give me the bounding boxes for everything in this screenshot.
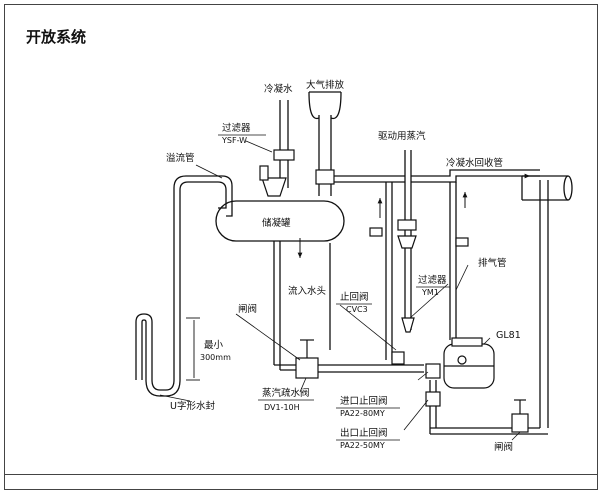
label-check-valve-drive: 止回阀 bbox=[340, 291, 369, 303]
gate-valve-left-icon bbox=[295, 339, 319, 379]
label-filter-right-model: YM1 bbox=[421, 288, 439, 297]
label-filter-right: 过滤器 bbox=[418, 274, 447, 286]
flow-arrows bbox=[297, 173, 530, 258]
diagram-frame bbox=[4, 4, 598, 490]
label-inlet-check-model: PA22-80MY bbox=[340, 409, 385, 418]
leader-lines bbox=[159, 140, 521, 441]
label-storage-tank: 储凝罐 bbox=[262, 217, 291, 229]
inline-check-icon bbox=[391, 351, 405, 365]
label-min-height-value: 300mm bbox=[200, 353, 231, 362]
vent-cap-icon bbox=[315, 169, 335, 185]
label-outlet-check: 出口止回阀 bbox=[340, 427, 388, 439]
label-filter-top: 过滤器 bbox=[222, 122, 251, 134]
label-min-height: 最小 bbox=[204, 340, 224, 351]
inlet-check-valve-icon bbox=[425, 363, 441, 379]
outlet-check-valve-icon bbox=[425, 391, 441, 407]
check-valve-cvc3-icon bbox=[397, 219, 417, 249]
label-filter-top-model: YSF-W bbox=[221, 136, 247, 145]
filter-ysf-icon bbox=[259, 149, 295, 197]
label-drive-steam: 驱动用蒸汽 bbox=[378, 130, 426, 142]
label-check-valve-drive-model: CVC3 bbox=[346, 305, 368, 314]
label-steam-trap-model: DV1-10H bbox=[264, 403, 300, 412]
label-outlet-check-model: PA22-50MY bbox=[340, 441, 385, 450]
gauge-valve-left-icon bbox=[369, 227, 383, 237]
label-condensate-return-pipe: 冷凝水回收管 bbox=[446, 157, 503, 169]
label-inlet-check: 进口止回阀 bbox=[340, 395, 388, 407]
label-u-seal: U字形水封 bbox=[170, 400, 215, 412]
label-pump-gl81: GL81 bbox=[496, 330, 521, 341]
pump-gl81-icon bbox=[443, 337, 495, 389]
label-gate-valve-right: 闸阀 bbox=[494, 441, 513, 453]
label-gate-valve-left: 闸阀 bbox=[238, 303, 257, 315]
label-overflow-pipe: 溢流管 bbox=[166, 152, 195, 164]
min-height-dimension bbox=[186, 317, 200, 381]
label-exhaust-pipe: 排气管 bbox=[478, 257, 507, 269]
filter-ym1-icon bbox=[401, 317, 415, 333]
gauge-valve-right-icon bbox=[455, 237, 469, 247]
pipe-network bbox=[135, 91, 573, 435]
label-steam-trap: 蒸汽疏水阀 bbox=[262, 387, 310, 399]
bottom-divider bbox=[4, 474, 598, 475]
page-title: 开放系统 bbox=[26, 28, 87, 46]
label-inflow-head: 流入水头 bbox=[288, 285, 326, 297]
label-condensate-water: 冷凝水 bbox=[264, 83, 293, 95]
label-atmospheric-vent: 大气排放 bbox=[306, 79, 345, 91]
label-underlines bbox=[218, 134, 450, 441]
gate-valve-right-icon bbox=[511, 399, 529, 433]
